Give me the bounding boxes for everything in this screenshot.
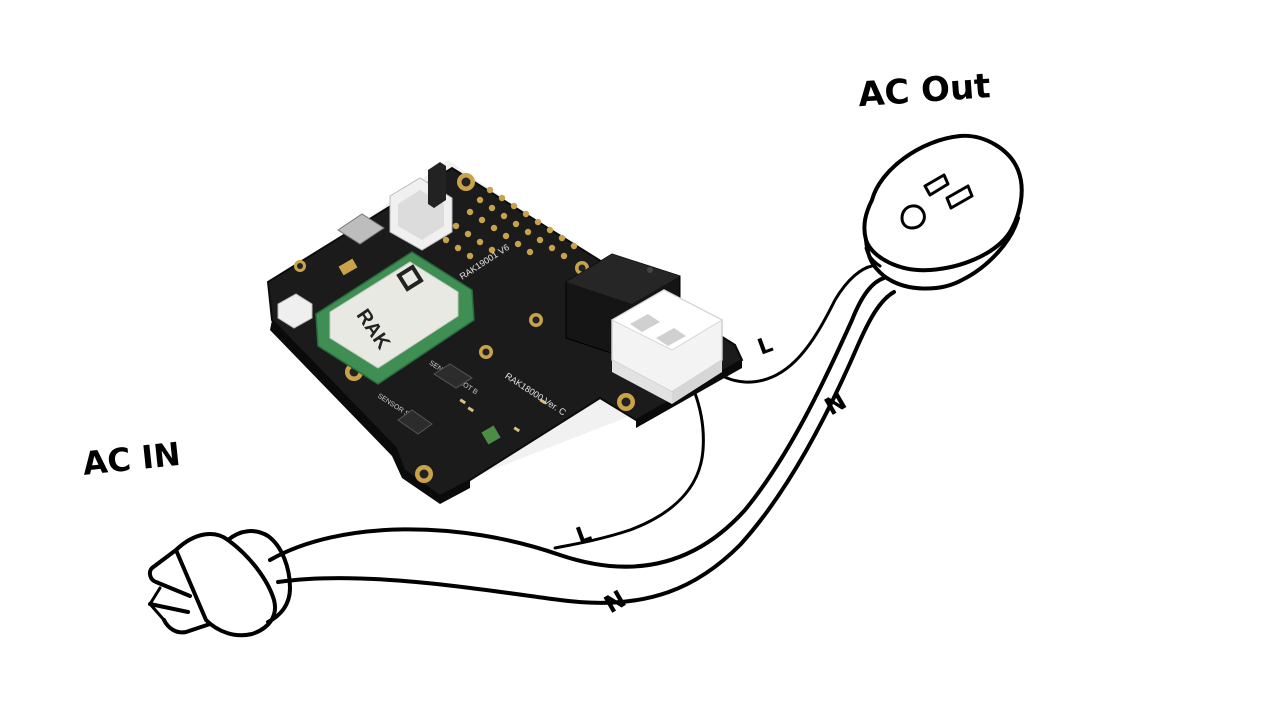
ac-in-plug [150, 531, 290, 635]
rak-wisblock-board: RAK RAK19001 V6 RAK18000 Ver. C SENSOR S… [268, 160, 742, 504]
ac-out-socket [864, 136, 1021, 289]
line-label-top: L [754, 332, 776, 360]
ac-out-label: AC Out [857, 66, 992, 115]
ac-in-label: AC IN [81, 435, 183, 483]
switch [428, 162, 446, 208]
